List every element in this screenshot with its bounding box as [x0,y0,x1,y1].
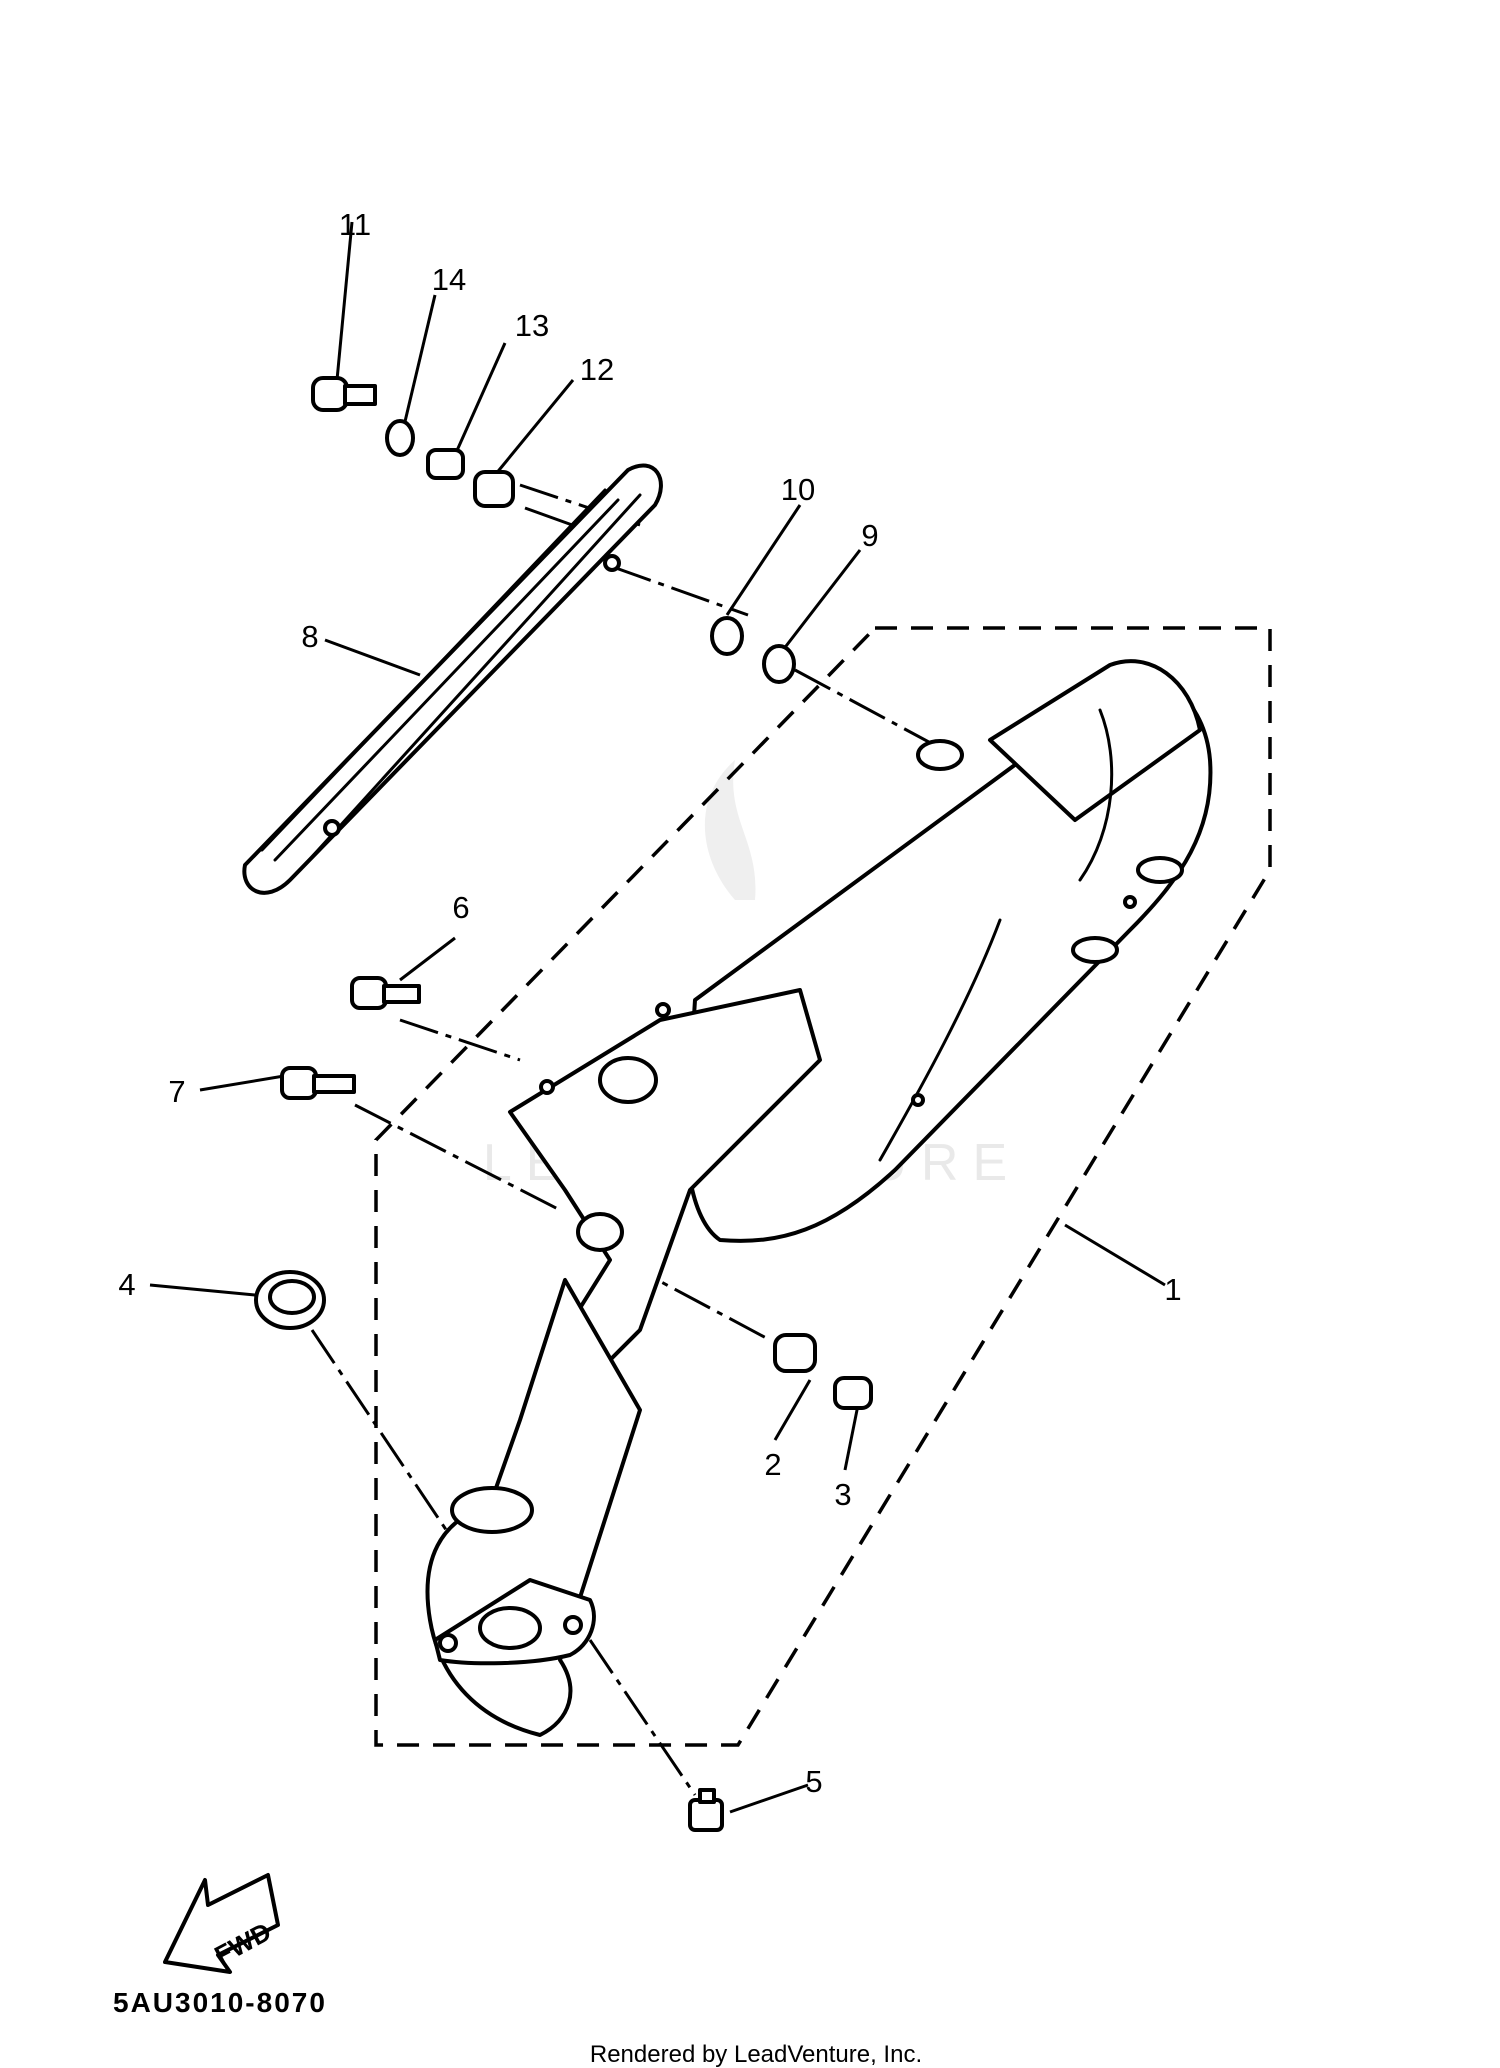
callout-4: 4 [118,1267,135,1302]
bolt-7 [280,1066,356,1100]
heat-protector [242,463,663,895]
bolt-6 [350,976,421,1010]
assembly-outline [374,626,1272,1747]
callout-7: 7 [168,1074,185,1109]
washer-14 [385,419,415,457]
callout-14: 14 [432,262,466,297]
collar-13 [426,448,465,480]
render-credit: Rendered by LeadVenture, Inc. [590,2041,922,2068]
washer-9 [762,644,796,684]
muffler [684,659,1213,1243]
gasket-4 [254,1270,326,1330]
bolt-11 [311,376,377,412]
collar-3 [833,1376,873,1410]
diagram-code: 5AU3010-8070 [113,1987,327,2018]
callout-13: 13 [515,308,549,343]
callout-11: 11 [339,207,371,242]
damper-2 [773,1333,817,1373]
callout-1: 1 [1164,1272,1181,1307]
damper-12 [473,470,515,508]
callout-3: 3 [834,1477,851,1512]
callout-5: 5 [805,1764,822,1799]
callout-9: 9 [861,518,878,553]
nut-5 [688,1788,724,1832]
washer-10 [710,616,744,656]
callout-12: 12 [580,352,614,387]
callout-6: 6 [452,890,469,925]
exhaust-pipe [425,1278,642,1737]
fwd-arrow-icon: FWD [163,1873,280,1974]
callout-8: 8 [301,619,318,654]
callout-2: 2 [764,1447,781,1482]
callout-10: 10 [781,472,815,507]
